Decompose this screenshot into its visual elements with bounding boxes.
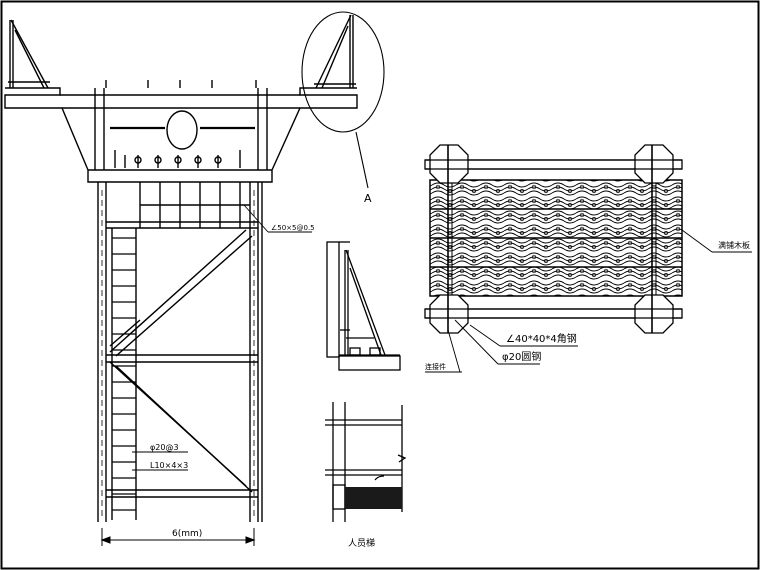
ladder-rungs <box>112 237 136 511</box>
connector-label: 连接件 <box>425 362 446 371</box>
detail-caption: 人员梯 <box>348 537 375 549</box>
detail-marker-text: A <box>364 192 372 205</box>
wood-board-label: 满铺木板 <box>718 240 750 250</box>
round-steel-label: φ20圆钢 <box>502 350 541 363</box>
pier-spacing-dimension <box>100 528 256 546</box>
scaffold-note: ∠50×5@0.5 <box>271 224 315 232</box>
scaffold-tower <box>97 182 263 522</box>
column-centerlines <box>101 190 255 518</box>
pier-cap-elevation <box>4 14 358 183</box>
plan-leaders <box>425 229 752 373</box>
ladder-detail-fill <box>345 487 402 509</box>
rung-label-1: φ20@3 <box>150 443 179 452</box>
railing-section-detail <box>326 241 401 371</box>
ladder-leaders <box>132 451 188 471</box>
rung-label-2: L10×4×3 <box>150 461 188 470</box>
detail-callout-a <box>301 11 385 189</box>
angle-steel-label: ∠40*40*4角钢 <box>506 332 577 345</box>
platform-plan <box>424 144 683 334</box>
pier-spacing-label: 6(mm) <box>172 529 202 539</box>
scaffold-note-leader <box>243 204 312 233</box>
